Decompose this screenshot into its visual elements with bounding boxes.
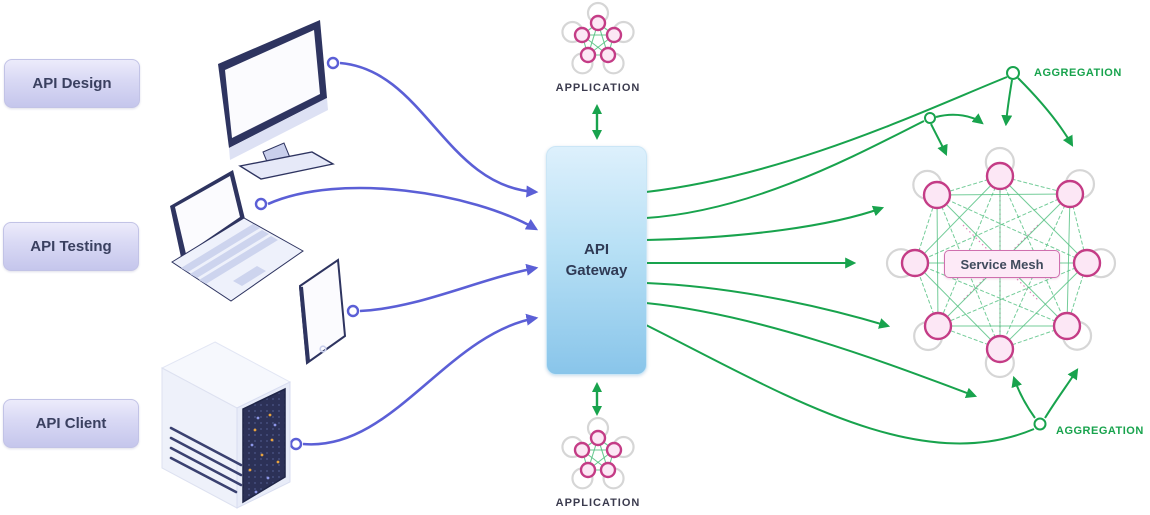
api-gateway-box: API Gateway [546, 146, 647, 375]
api-testing-label: API Testing [3, 222, 139, 271]
server-led-dots [248, 413, 280, 494]
service-mesh-nodes [885, 146, 1117, 379]
service-mesh-label: Service Mesh [944, 250, 1060, 278]
tablet-connector-origin [346, 304, 360, 318]
agg-bot-arrow-1 [1011, 375, 1036, 419]
api-design-label: API Design [4, 59, 140, 108]
desktop-monitor-illustration [218, 20, 335, 180]
laptop-connector-origin [254, 197, 268, 211]
api-gateway-label-line1: API [583, 241, 609, 259]
agg-bot-arrow-2 [1044, 368, 1079, 419]
api-gateway-label-line2: Gateway [565, 261, 628, 279]
purple-connector-monitor [339, 61, 539, 198]
server-tower-illustration [160, 341, 292, 509]
application-bottom-label: APPLICATION [555, 497, 641, 509]
aggregation-top-junction [1006, 66, 1020, 80]
green-connector-5 [645, 282, 891, 329]
application-cluster-bottom-icon [561, 416, 635, 490]
aggregation-bottom-junction [1033, 417, 1047, 431]
green-connector-6 [645, 302, 978, 399]
gateway-application-top-link [592, 104, 602, 140]
laptop-illustration [170, 170, 304, 302]
device-to-gateway-connectors [267, 61, 539, 446]
split-top-junction [924, 112, 936, 124]
purple-connector-server [302, 313, 539, 446]
split-top-arrow-2 [930, 123, 948, 157]
monitor-connector-origin [326, 56, 340, 70]
tablet-illustration [298, 258, 347, 365]
aggregation-bottom-label: AGGREGATION [1056, 425, 1144, 437]
aggregation-top-arrows [930, 77, 1074, 157]
api-client-label: API Client [3, 399, 139, 448]
green-connector-3 [645, 205, 885, 241]
gateway-application-bottom-link [592, 382, 602, 416]
purple-connector-laptop [267, 186, 539, 231]
aggregation-top-label: AGGREGATION [1034, 67, 1122, 79]
agg-top-arrow-2 [1017, 77, 1074, 147]
purple-connector-tablet [359, 263, 539, 313]
application-cluster-top-icon [561, 1, 635, 75]
split-top-arrow-1 [935, 113, 984, 125]
agg-top-arrow-1 [1001, 79, 1013, 127]
green-connector-7 [645, 324, 1035, 445]
application-top-label: APPLICATION [555, 82, 641, 94]
green-connector-2 [645, 120, 925, 219]
gateway-to-mesh-connectors [645, 76, 1035, 445]
server-connector-origin [289, 437, 303, 451]
green-connector-1 [645, 76, 1008, 193]
aggregation-bottom-arrows [1011, 368, 1079, 419]
